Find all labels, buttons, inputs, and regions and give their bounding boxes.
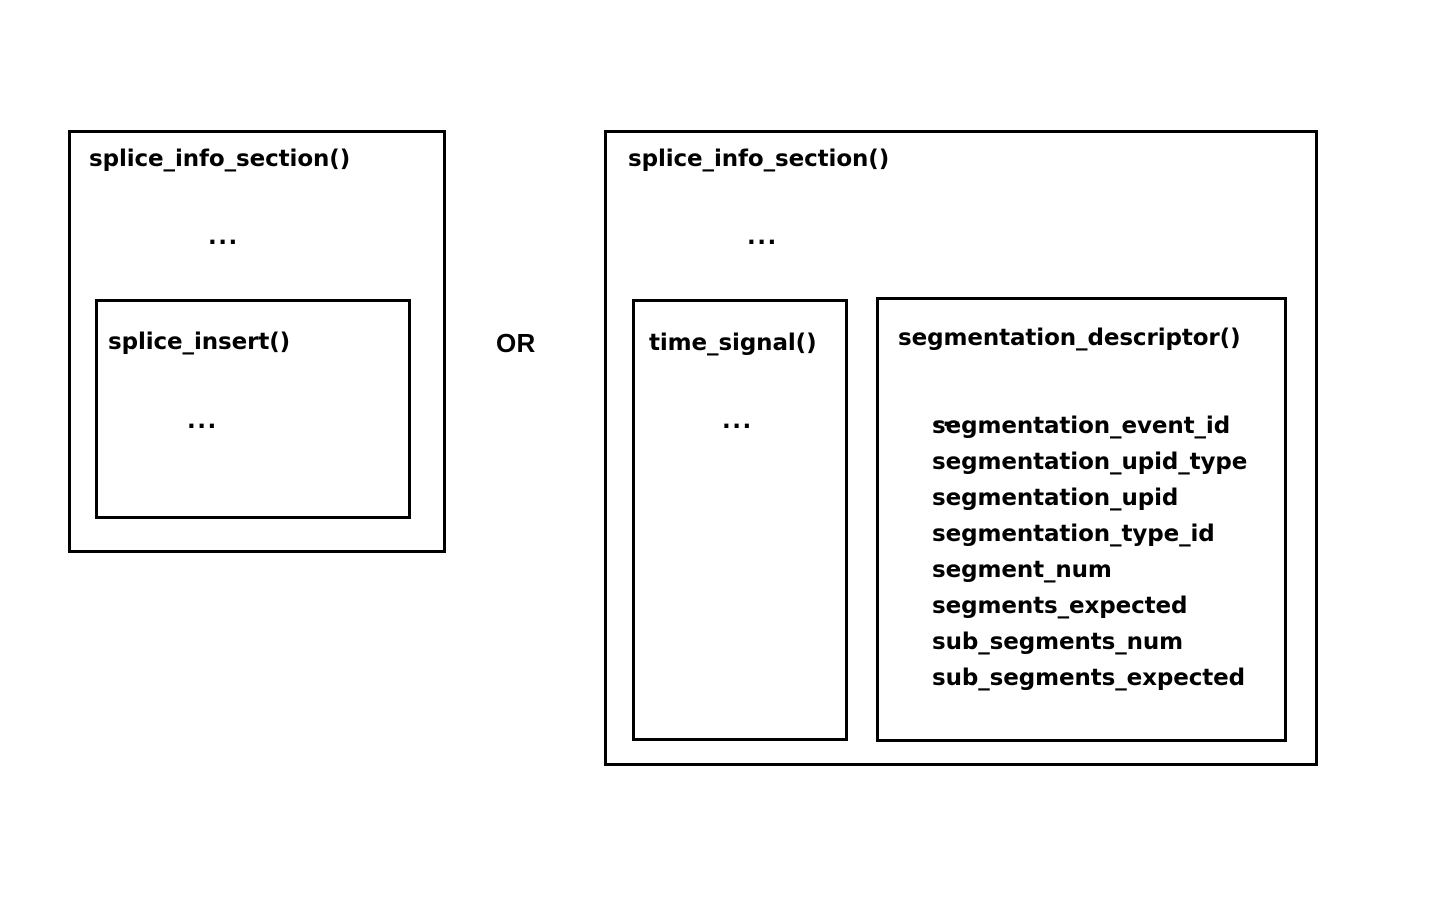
left-splice-info-section-ellipsis: ...: [208, 224, 239, 250]
segmentation-descriptor-field-list: ... segmentation_event_id segmentation_u…: [932, 408, 1247, 696]
field-segment-num: segment_num: [932, 557, 1112, 583]
segmentation-descriptor-label: segmentation_descriptor(): [898, 325, 1241, 351]
field-segmentation-event-id: segmentation_event_id: [932, 413, 1231, 439]
field-sub-segments-expected: sub_segments_expected: [932, 665, 1245, 691]
segmentation-descriptor-ellipsis: ...: [932, 406, 963, 432]
segmentation-descriptor-box: [876, 297, 1287, 742]
field-segmentation-type-id: segmentation_type_id: [932, 521, 1215, 547]
splice-insert-box: [95, 299, 411, 519]
right-splice-info-section-label: splice_info_section(): [628, 146, 890, 172]
splice-insert-ellipsis: ...: [187, 408, 218, 434]
right-splice-info-section-ellipsis: ...: [747, 224, 778, 250]
field-segments-expected: segments_expected: [932, 593, 1188, 619]
splice-insert-label: splice_insert(): [108, 329, 291, 355]
time-signal-box: [632, 299, 848, 741]
time-signal-label: time_signal(): [649, 330, 817, 356]
left-splice-info-section-label: splice_info_section(): [89, 146, 351, 172]
field-segmentation-upid-type: segmentation_upid_type: [932, 449, 1248, 475]
field-sub-segments-num: sub_segments_num: [932, 629, 1184, 655]
or-connector-label: OR: [496, 328, 536, 358]
field-segmentation-upid: segmentation_upid: [932, 485, 1179, 511]
time-signal-ellipsis: ...: [722, 408, 753, 434]
